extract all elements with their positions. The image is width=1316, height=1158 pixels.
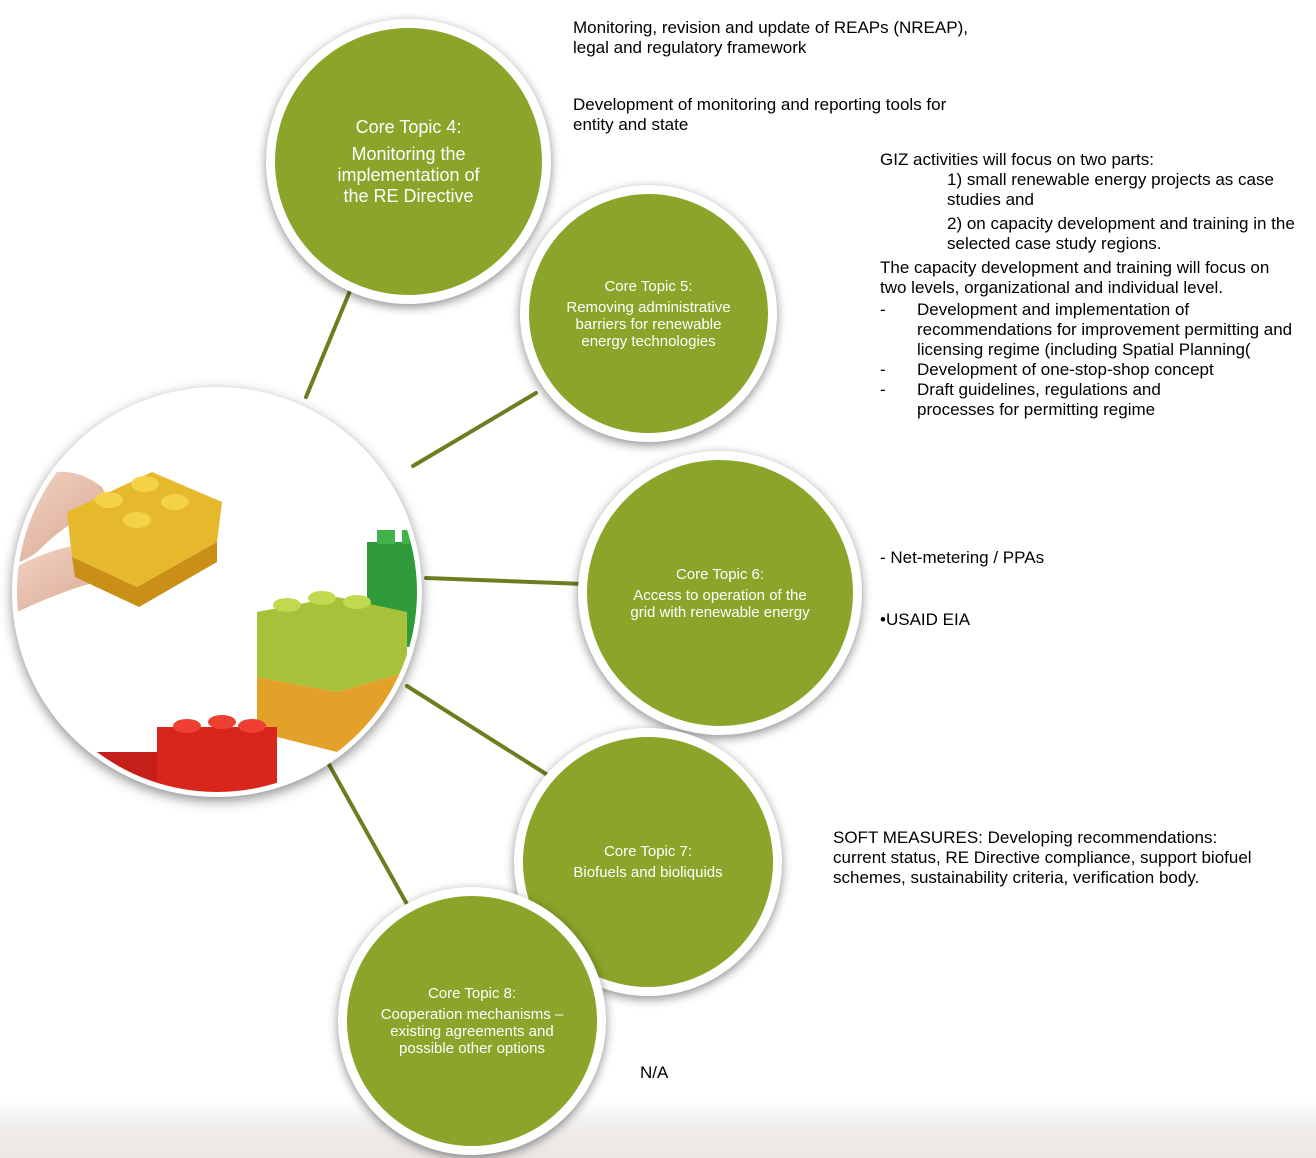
lego-bricks-illustration <box>17 471 417 792</box>
core-topic-4-title: Core Topic 4: <box>355 116 462 137</box>
soft-measures-note: SOFT MEASURES: Developing recommendation… <box>833 828 1252 887</box>
core-topic-4-subtitle: Monitoring the implementation of the RE … <box>337 143 480 206</box>
connector-topic5 <box>411 391 538 468</box>
topic-8-note: N/A <box>640 1063 669 1082</box>
core-topic-8-subtitle: Cooperation mechanisms – existing agreem… <box>380 1006 564 1057</box>
core-topic-4-circle: Core Topic 4: Monitoring the implementat… <box>266 19 551 304</box>
core-topic-7-title: Core Topic 7: <box>603 843 693 860</box>
giz-part-2: 2) on capacity development and training … <box>947 214 1295 253</box>
connector-topic4 <box>304 272 359 399</box>
core-topic-5-circle: Core Topic 5: Removing administrative ba… <box>520 185 777 442</box>
dash-item-text: Development of one-stop-shop concept <box>917 360 1214 379</box>
dash-item: - Development and implementation of reco… <box>880 300 1310 360</box>
usaid-note: •USAID EIA <box>880 610 971 629</box>
topic-4-note-1: Monitoring, revision and update of REAPs… <box>573 18 968 57</box>
topic-4-note-2: Development of monitoring and reporting … <box>573 95 947 134</box>
connector-topic6 <box>424 576 586 586</box>
giz-intro: GIZ activities will focus on two parts: <box>880 150 1154 169</box>
dash-item-text: Development and implementation of recomm… <box>917 300 1293 359</box>
core-topic-8-title: Core Topic 8: <box>427 985 517 1002</box>
lego-bricks-photo <box>12 387 422 797</box>
core-topic-8-circle: Core Topic 8: Cooperation mechanisms – e… <box>338 887 606 1155</box>
bottom-band <box>0 1100 1316 1158</box>
core-topic-6-circle: Core Topic 6: Access to operation of the… <box>578 451 862 735</box>
core-topic-5-subtitle: Removing administrative barriers for ren… <box>566 298 731 350</box>
dash-item-text: Draft guidelines, regulations and proces… <box>917 380 1161 419</box>
capacity-development-text: The capacity development and training wi… <box>880 258 1270 297</box>
core-topic-6-subtitle: Access to operation of the grid with ren… <box>630 586 810 621</box>
giz-part-1: 1) small renewable energy projects as ca… <box>947 170 1274 209</box>
core-topic-6-title: Core Topic 6: <box>675 565 765 583</box>
dash-item: - Development of one-stop-shop concept <box>880 360 1310 380</box>
dash-bullet: - <box>880 360 886 379</box>
connector-topic8 <box>320 750 410 908</box>
core-topic-5-title: Core Topic 5: <box>604 277 693 295</box>
connector-topic7 <box>405 684 548 776</box>
core-topic-7-subtitle: Biofuels and bioliquids <box>573 864 723 881</box>
dash-bullet: - <box>880 300 886 319</box>
dash-item: - Draft guidelines, regulations and proc… <box>880 380 1310 420</box>
dash-bullet: - <box>880 380 886 399</box>
net-metering-note: - Net-metering / PPAs <box>880 548 1045 567</box>
topic-5-notes: GIZ activities will focus on two parts: … <box>880 150 1310 420</box>
